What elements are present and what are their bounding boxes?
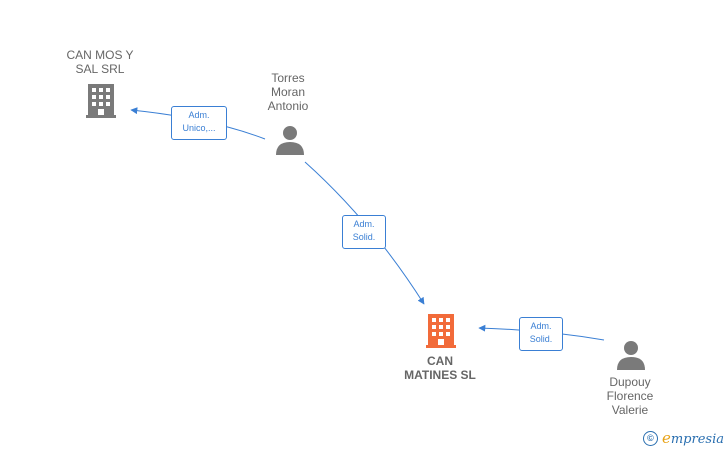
edge-label-adm-solid-torres[interactable]: Adm. Solid. [342,215,386,249]
empresia-watermark: © empresia [642,428,724,448]
building-icon[interactable] [426,314,456,348]
edge-label-adm-unico[interactable]: Adm. Unico,... [171,106,227,140]
node-label-can-matines[interactable]: CAN MATINES SL [404,354,476,382]
person-icon[interactable] [617,341,645,370]
node-label-torres-moran[interactable]: Torres Moran Antonio [267,71,309,113]
person-icon[interactable] [276,126,304,155]
copyright-icon: © [642,430,658,446]
brand-logo: empresia [661,429,724,447]
node-label-dupouy[interactable]: Dupouy Florence Valerie [606,375,654,417]
building-icon[interactable] [86,84,116,118]
edge-label-adm-solid-dupouy[interactable]: Adm. Solid. [519,317,563,351]
node-label-can-mos-y-sal[interactable]: CAN MOS Y SAL SRL [66,48,134,76]
